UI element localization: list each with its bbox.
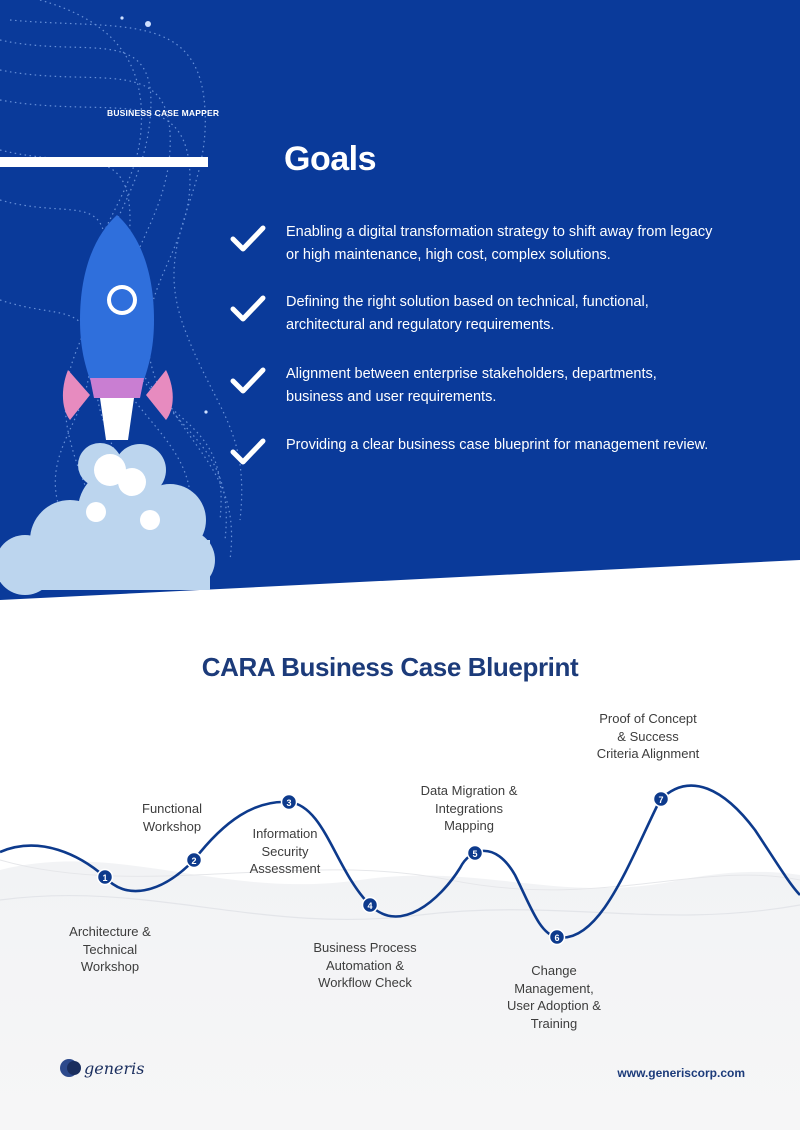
- svg-text:2: 2: [191, 856, 196, 866]
- checkmark-icon: [230, 438, 266, 465]
- step-marker-2: 2: [185, 851, 203, 869]
- goal-text: Providing a clear business case blueprin…: [286, 437, 709, 453]
- step-label-1: Architecture & Technical Workshop: [69, 924, 151, 974]
- goal-item: Enabling a digital transformation strate…: [230, 221, 712, 271]
- checkmark-icon: [230, 367, 266, 394]
- svg-text:1: 1: [102, 873, 107, 883]
- blueprint-title: CARA Business Case Blueprint: [201, 652, 579, 682]
- generis-logo-icon: [60, 1059, 81, 1077]
- goal-text: Alignment between enterprise stakeholder…: [286, 366, 657, 405]
- step-markers: 1 2 3 4 5 6 7: [96, 790, 670, 946]
- cloud-illustration: [0, 443, 215, 595]
- checkmark-icon: [230, 225, 266, 252]
- checkmark-icon: [230, 295, 266, 322]
- goals-title: Goals: [284, 140, 376, 178]
- goal-text: Enabling a digital transformation strate…: [286, 224, 713, 263]
- goal-item: Alignment between enterprise stakeholder…: [230, 363, 700, 413]
- rocket-illustration: [62, 215, 173, 440]
- step-label-4: Business Process Automation & Workflow C…: [313, 940, 417, 990]
- step-label-3: Information Security Assessment: [249, 826, 321, 876]
- website-link[interactable]: www.generiscorp.com: [617, 1066, 745, 1080]
- step-marker-6: 6: [548, 928, 566, 946]
- svg-text:3: 3: [286, 798, 291, 808]
- step-label-5: Data Migration & Integrations Mapping: [420, 783, 518, 833]
- step-marker-4: 4: [361, 896, 379, 914]
- svg-text:7: 7: [658, 795, 663, 805]
- step-marker-1: 1: [96, 868, 114, 886]
- step-marker-5: 5: [466, 844, 484, 862]
- step-marker-7: 7: [652, 790, 670, 808]
- goal-item: Defining the right solution based on tec…: [230, 291, 700, 341]
- svg-text:5: 5: [472, 849, 477, 859]
- blueprint-wave-line: [0, 784, 800, 939]
- header-kicker: BUSINESS CASE MAPPER: [107, 108, 220, 118]
- svg-text:4: 4: [367, 901, 372, 911]
- goal-item: Providing a clear business case blueprin…: [230, 434, 708, 484]
- hero-background: [0, 0, 800, 600]
- step-label-7: Proof of Concept & Success Criteria Alig…: [596, 711, 700, 761]
- step-label-6: Change Management, User Adoption & Train…: [507, 963, 601, 1031]
- brand-name: generis: [84, 1059, 145, 1078]
- accent-bar: [0, 157, 208, 167]
- step-marker-3: 3: [280, 793, 298, 811]
- step-label-2: Functional Workshop: [142, 801, 202, 834]
- grey-wave-background: [0, 861, 800, 1130]
- svg-text:6: 6: [554, 933, 559, 943]
- goal-text: Defining the right solution based on tec…: [286, 294, 649, 333]
